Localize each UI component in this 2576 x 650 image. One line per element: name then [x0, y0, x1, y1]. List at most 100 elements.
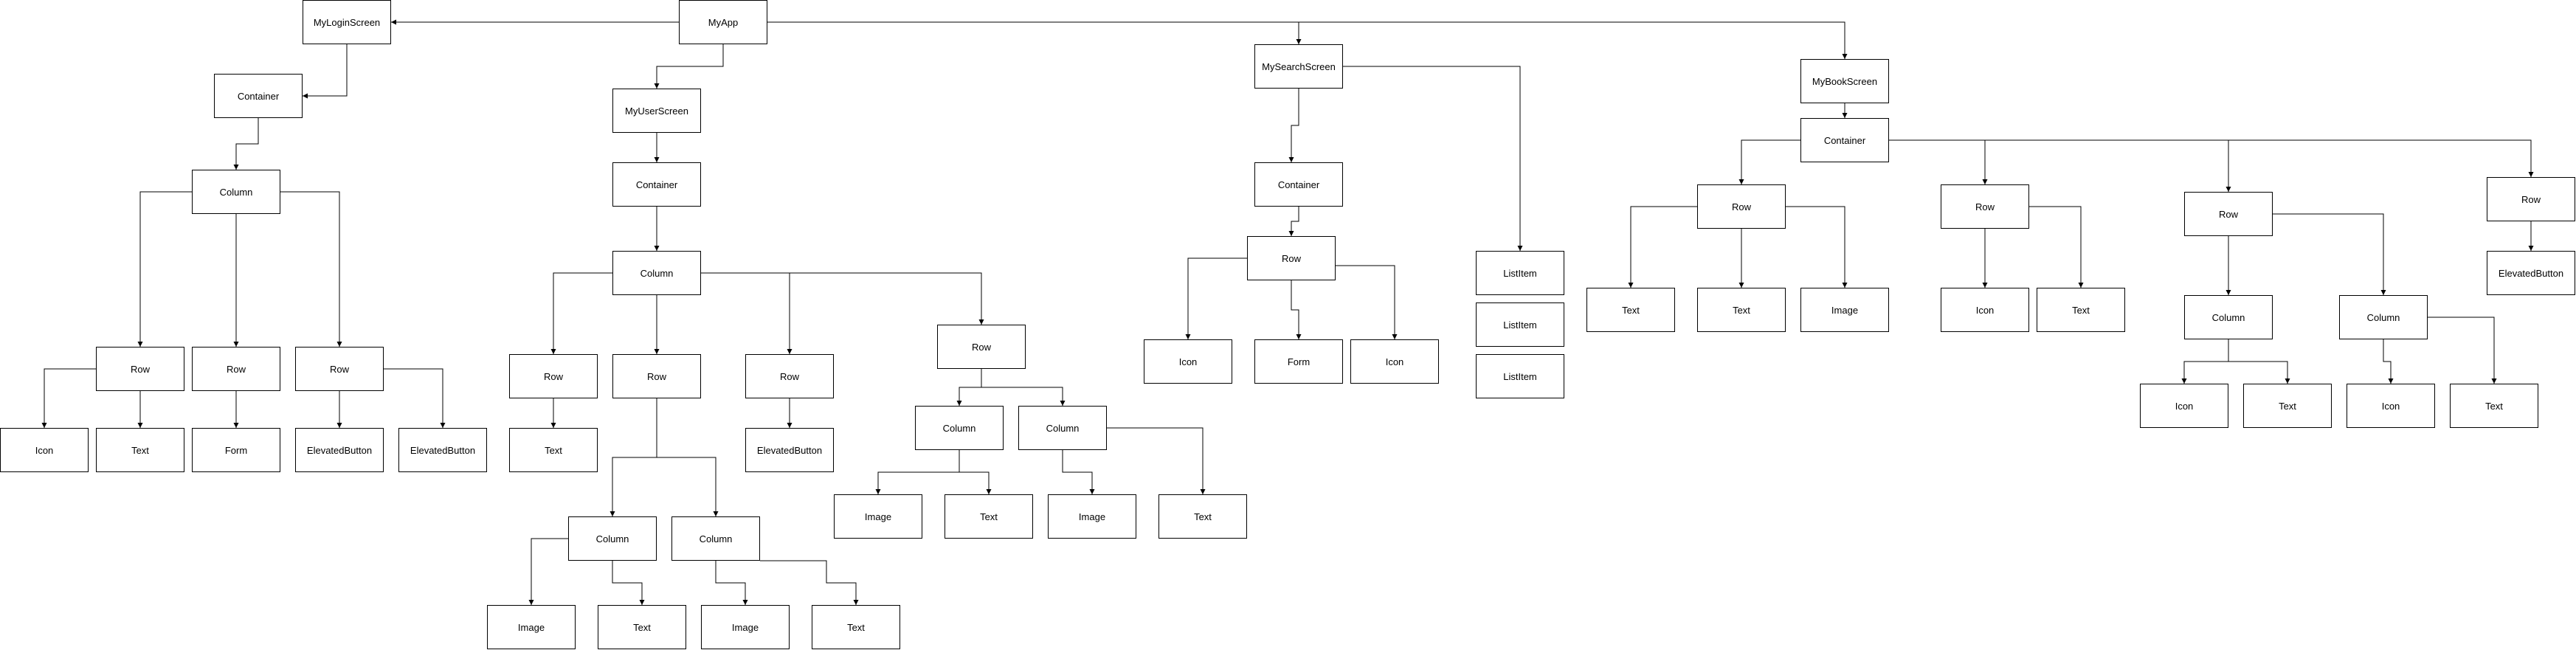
node-login: MyLoginScreen — [303, 0, 391, 44]
node-book-text4: Text — [2243, 384, 2332, 428]
edge-user_row2-to-user_col_b — [656, 398, 719, 516]
node-user-row4: Row — [937, 325, 1026, 369]
node-book-btn: ElevatedButton — [2487, 251, 2575, 295]
node-book-text2: Text — [1697, 288, 1786, 332]
edge-book_container-to-book_row1 — [1738, 139, 1800, 184]
node-book-row1: Row — [1697, 184, 1786, 229]
edge-myapp-to-search — [767, 21, 1302, 44]
edge-user_col_b-to-user_img_b — [715, 561, 748, 605]
node-user-text1: Text — [509, 428, 598, 472]
edge-login_container-to-login_column — [233, 118, 259, 170]
node-book-icon2: Icon — [2140, 384, 2228, 428]
node-book-icon1: Icon — [1941, 288, 2029, 332]
edge-search_row-to-search_icon2 — [1336, 265, 1398, 339]
node-login-form: Form — [192, 428, 280, 472]
edge-user_col_b-to-user_text_b — [760, 560, 859, 605]
node-user-text-a: Text — [598, 605, 686, 649]
edge-user_row4-to-user_col_d — [981, 369, 1066, 406]
edge-search-to-search_list1 — [1343, 66, 1523, 251]
edge-book_row2-to-book_text3 — [2029, 206, 2084, 288]
edge-user_column-to-user_row3 — [701, 272, 793, 354]
node-search-row: Row — [1247, 236, 1336, 280]
node-book-text3: Text — [2037, 288, 2125, 332]
node-user-col-c: Column — [915, 406, 1004, 450]
node-search-form: Form — [1254, 339, 1343, 384]
edge-login_row1-to-login_icon — [41, 368, 96, 428]
node-user-img-a: Image — [487, 605, 576, 649]
node-myapp: MyApp — [679, 0, 767, 44]
node-login-icon: Icon — [0, 428, 89, 472]
node-search: MySearchScreen — [1254, 44, 1343, 89]
node-login-column: Column — [192, 170, 280, 214]
edge-user_col_c-to-user_img_c — [875, 450, 960, 494]
node-book-row4: Row — [2487, 177, 2575, 221]
edge-myapp-to-book — [767, 21, 1848, 59]
node-user-col-b: Column — [671, 516, 760, 561]
node-book-image: Image — [1800, 288, 1889, 332]
node-user-img-d: Image — [1048, 494, 1136, 539]
node-book-col1: Column — [2184, 295, 2273, 339]
edge-book_col1-to-book_icon2 — [2181, 339, 2229, 384]
edge-user_col_a-to-user_text_a — [612, 561, 645, 605]
edge-user_column-to-user_row1 — [550, 272, 612, 354]
node-book-row2: Row — [1941, 184, 2029, 229]
edge-user_row4-to-user_col_c — [956, 369, 982, 406]
node-login-row1: Row — [96, 347, 184, 391]
node-login-btn1: ElevatedButton — [295, 428, 384, 472]
node-search-list3: ListItem — [1476, 354, 1564, 398]
edge-myapp-to-user — [654, 44, 724, 89]
node-search-container: Container — [1254, 162, 1343, 207]
edge-book_container-to-book_row2 — [1889, 139, 1988, 184]
edge-login_column-to-login_row3 — [280, 191, 342, 347]
node-user-img-c: Image — [834, 494, 922, 539]
edge-search-to-search_container — [1288, 89, 1299, 162]
node-login-row3: Row — [295, 347, 384, 391]
node-book-row3: Row — [2184, 192, 2273, 236]
node-login-container: Container — [214, 74, 303, 118]
edge-search_container-to-search_row — [1288, 207, 1299, 236]
node-user-row3: Row — [745, 354, 834, 398]
node-login-text: Text — [96, 428, 184, 472]
node-book-col2: Column — [2339, 295, 2428, 339]
edge-book_row3-to-book_col2 — [2273, 213, 2386, 295]
edge-search_row-to-search_form — [1291, 280, 1302, 339]
edge-login-to-login_container — [303, 44, 348, 99]
edge-search_row-to-search_icon1 — [1185, 257, 1247, 339]
node-user-btn: ElevatedButton — [745, 428, 834, 472]
edge-book_row1-to-book_image — [1786, 206, 1848, 288]
node-search-icon1: Icon — [1144, 339, 1232, 384]
edge-book_col2-to-book_text5 — [2428, 317, 2497, 384]
node-login-row2: Row — [192, 347, 280, 391]
node-login-btn2: ElevatedButton — [398, 428, 487, 472]
edge-book_row1-to-book_text1 — [1628, 206, 1697, 288]
edge-user_col_d-to-user_img_d — [1062, 450, 1095, 494]
edge-login_row3-to-login_btn2 — [384, 368, 446, 428]
node-user-container: Container — [612, 162, 701, 207]
edge-user_col_d-to-user_text_d — [1107, 427, 1206, 494]
node-search-icon2: Icon — [1350, 339, 1439, 384]
edge-user_column-to-user_row4 — [701, 272, 984, 325]
edge-book_col2-to-book_icon3 — [2383, 339, 2394, 384]
edge-book_container-to-book_row4 — [1889, 139, 2534, 177]
node-user-col-d: Column — [1018, 406, 1107, 450]
edge-login_column-to-login_row1 — [137, 191, 192, 347]
node-user-text-b: Text — [812, 605, 900, 649]
edge-book_container-to-book_row3 — [1889, 139, 2231, 192]
node-book-text5: Text — [2450, 384, 2538, 428]
node-user-row1: Row — [509, 354, 598, 398]
node-search-list2: ListItem — [1476, 302, 1564, 347]
node-user-text-c: Text — [945, 494, 1033, 539]
node-book-icon3: Icon — [2347, 384, 2435, 428]
node-user-text-d: Text — [1158, 494, 1247, 539]
node-user-column: Column — [612, 251, 701, 295]
node-search-list1: ListItem — [1476, 251, 1564, 295]
edge-user_col_c-to-user_text_c — [959, 450, 992, 494]
node-user-col-a: Column — [568, 516, 657, 561]
node-book-container: Container — [1800, 118, 1889, 162]
node-user: MyUserScreen — [612, 89, 701, 133]
node-book: MyBookScreen — [1800, 59, 1889, 103]
node-book-text1: Text — [1586, 288, 1675, 332]
edge-user_col_a-to-user_img_a — [528, 538, 568, 605]
